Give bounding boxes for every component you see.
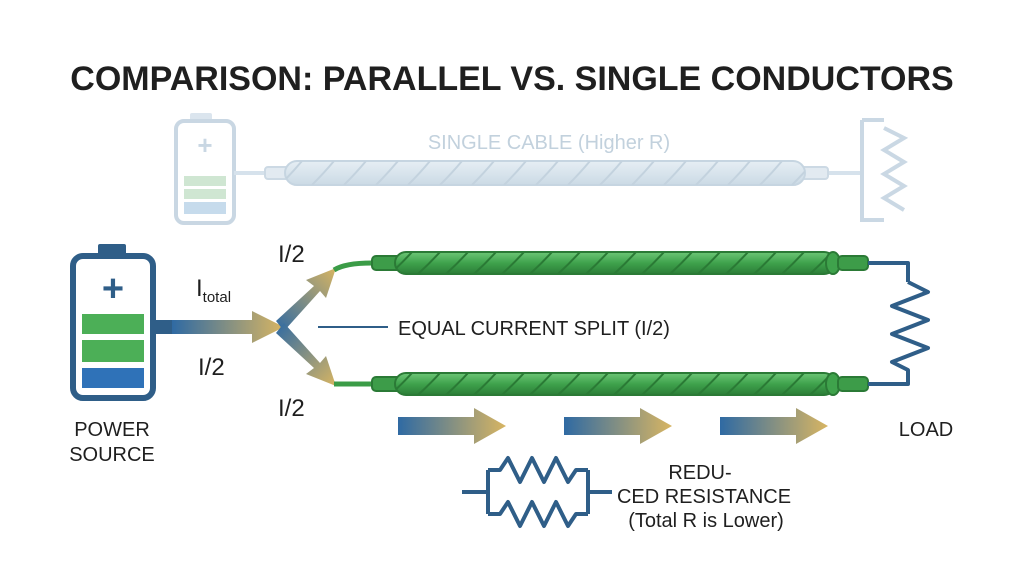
flow-arrow-1 xyxy=(398,408,506,444)
cable-stripe xyxy=(407,161,431,185)
cable-stripe xyxy=(727,161,751,185)
total-current-label: Itotal xyxy=(196,275,231,306)
lower-branch-current-label: I/2 xyxy=(278,395,305,422)
cable-stripe xyxy=(439,161,463,185)
input-half-current-label: I/2 xyxy=(198,354,225,381)
cable-stripe xyxy=(697,252,721,274)
cable-stripe xyxy=(285,161,303,185)
faded-battery-icon: + xyxy=(174,113,236,225)
reduced-resistance-line2: CED RESISTANCE xyxy=(617,486,791,508)
cable-stripe xyxy=(585,373,609,395)
cable-stripe xyxy=(567,161,591,185)
cable-stripe xyxy=(599,161,623,185)
split-label: EQUAL CURRENT SPLIT (I/2) xyxy=(398,318,670,340)
battery-icon: + xyxy=(70,244,156,401)
cable-stripe xyxy=(501,373,525,395)
cable-stripe xyxy=(375,161,399,185)
cable-stripe xyxy=(791,161,805,185)
load-label: LOAD xyxy=(899,419,953,441)
cable-stripe xyxy=(501,252,525,274)
cable-stripe xyxy=(725,373,749,395)
single-cable-label: SINGLE CABLE (Higher R) xyxy=(428,132,670,154)
cable-stripe xyxy=(417,252,441,274)
cable-stripe xyxy=(557,373,581,395)
cable-stripe xyxy=(613,373,637,395)
cable-stripe xyxy=(473,252,497,274)
cable-stripe xyxy=(781,373,805,395)
cable-stripe xyxy=(759,161,783,185)
svg-text:+: + xyxy=(102,268,124,310)
svg-text:+: + xyxy=(197,130,212,160)
faded-resistor-icon xyxy=(860,118,909,222)
cable-stripe xyxy=(613,252,637,274)
parallel-cable-bottom xyxy=(371,372,869,396)
cable-stripe xyxy=(641,252,665,274)
cable-stripe xyxy=(529,252,553,274)
cable-stripe xyxy=(343,161,367,185)
cable-stripe xyxy=(445,373,469,395)
cable-stripe xyxy=(753,252,777,274)
cable-stripe xyxy=(697,373,721,395)
cable-stripe xyxy=(631,161,655,185)
upper-branch-current-label: I/2 xyxy=(278,241,305,268)
cable-stripe xyxy=(641,373,665,395)
cable-stripe xyxy=(445,252,469,274)
parallel-cable-top xyxy=(371,251,869,275)
cable-stripe xyxy=(753,373,777,395)
cable-stripe xyxy=(471,161,495,185)
power-source-label-line1: POWER xyxy=(74,419,150,441)
cable-stripe xyxy=(669,373,693,395)
flow-arrow-2 xyxy=(564,408,672,444)
reduced-resistance-line1: REDU- xyxy=(668,462,731,484)
cable-stripe xyxy=(725,252,749,274)
cable-stripe xyxy=(535,161,559,185)
branch-up-arrow xyxy=(276,268,336,331)
load-resistor-icon xyxy=(868,261,930,386)
cable-stripe xyxy=(473,373,497,395)
cable-stripe xyxy=(395,252,413,274)
cable-stripe xyxy=(781,252,805,274)
cable-stripe xyxy=(695,161,719,185)
cable-stripe xyxy=(503,161,527,185)
cable-stripe xyxy=(669,252,693,274)
cable-stripe xyxy=(395,373,413,395)
diagram-title: COMPARISON: PARALLEL VS. SINGLE CONDUCTO… xyxy=(70,60,953,98)
total-current-arrow xyxy=(172,311,284,343)
cable-stripe xyxy=(557,252,581,274)
cable-stripe xyxy=(663,161,687,185)
parallel-resistors-icon xyxy=(462,456,612,528)
cable-stripe xyxy=(585,252,609,274)
cable-stripe xyxy=(529,373,553,395)
cable-stripe xyxy=(417,373,441,395)
power-source-label-line2: SOURCE xyxy=(69,444,155,466)
cable-stripe xyxy=(311,161,335,185)
reduced-resistance-line3: (Total R is Lower) xyxy=(628,510,784,532)
branch-down-arrow xyxy=(276,323,336,386)
single-cable xyxy=(284,160,806,186)
flow-arrow-3 xyxy=(720,408,828,444)
single-cable-group: + SINGLE CABLE (Higher R) xyxy=(174,113,909,225)
